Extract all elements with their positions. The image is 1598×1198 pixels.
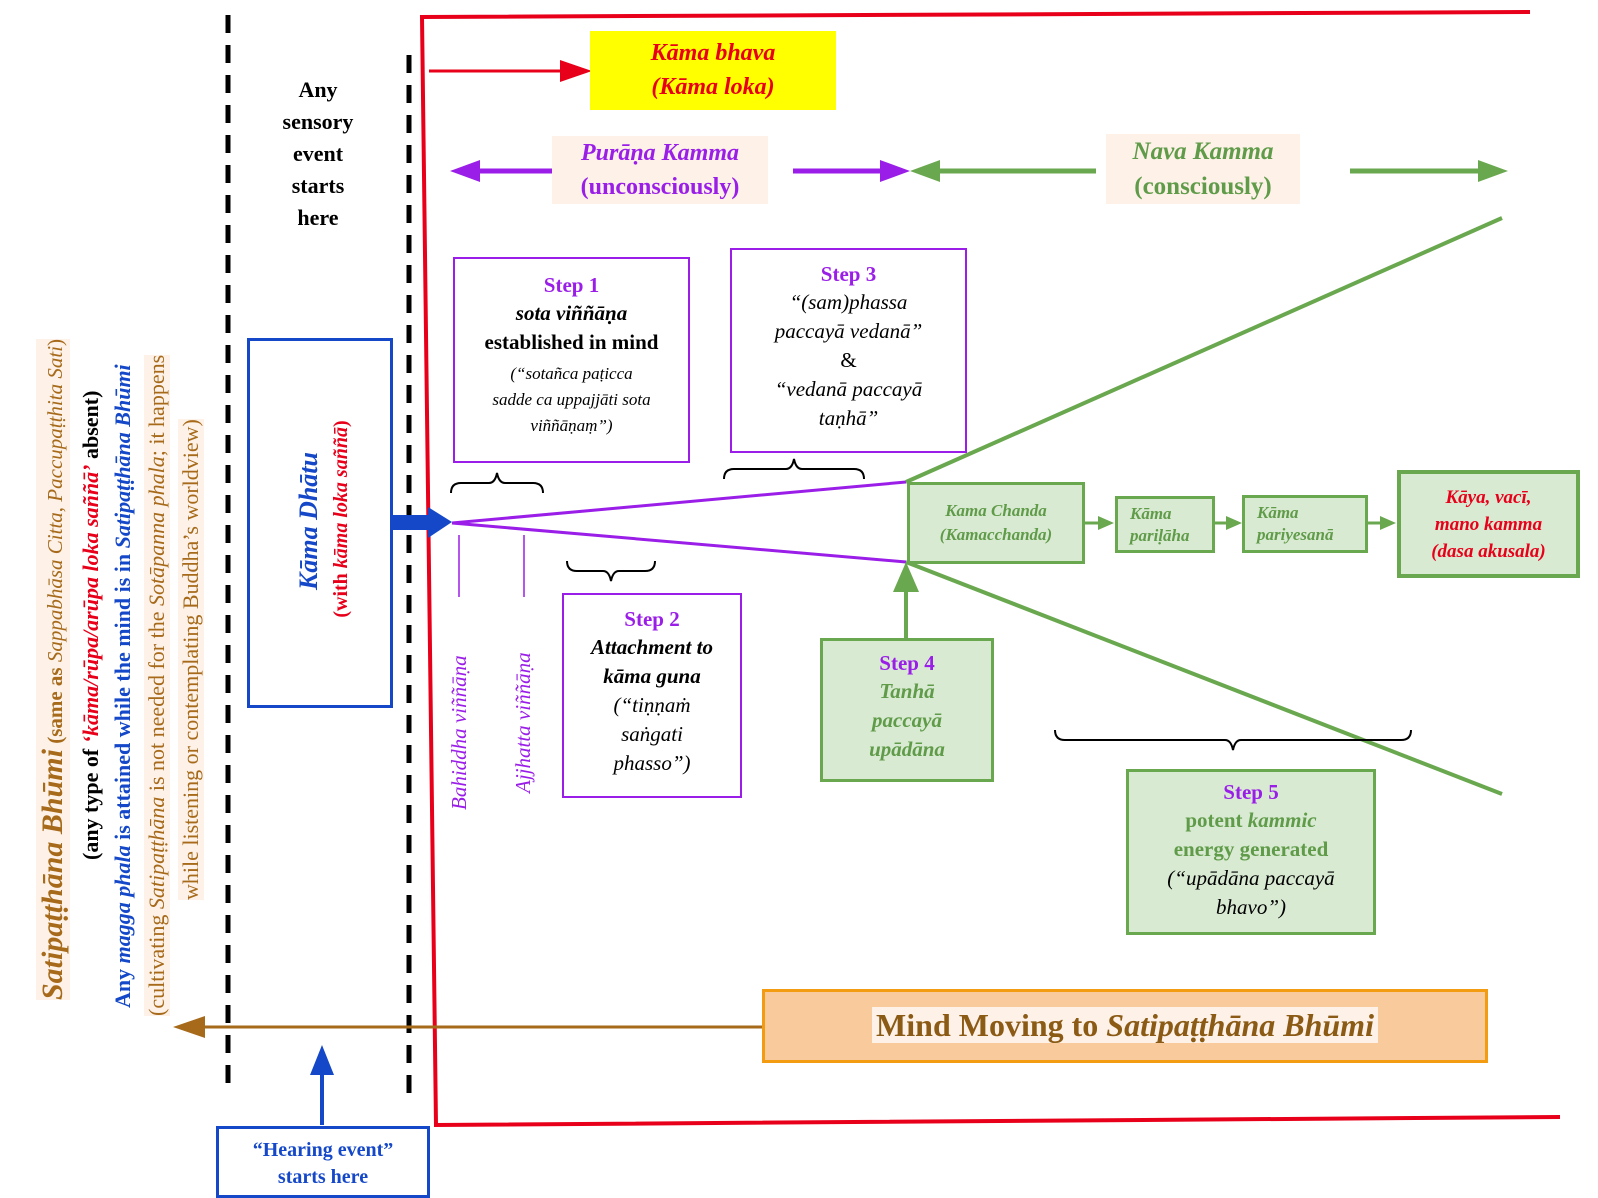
purple-arrow-right-head — [880, 160, 910, 182]
hearing-event-box: “Hearing event” starts here — [216, 1126, 430, 1198]
step2-box: Step 2 Attachment to kāma guna (“tiṇṇaṁ … — [562, 593, 742, 798]
purple-arrow-left-head — [450, 160, 480, 182]
side-text-col5: while listening or contemplating Buddha’… — [178, 419, 204, 900]
kama-dhatu-text: Kāma Dhātu (with kāma loka saññā) — [294, 420, 352, 618]
kama-parilaha-box: Kāma pariḷāha — [1115, 496, 1215, 553]
nava-kamma-label: Nava Kamma (consciously) — [1106, 134, 1300, 204]
kaya-vaci-mano-kamma-box: Kāya, vacī, mano kamma (dasa akusala) — [1397, 470, 1580, 578]
side-text-col2: (any type of ‘kāma/rūpa/arūpa loka saññā… — [78, 390, 103, 860]
step1-box: Step 1 sota viññāṇa established in mind … — [453, 257, 690, 463]
green-arrow-left-head — [910, 160, 940, 182]
kama-dhatu-box: Kāma Dhātu (with kāma loka saññā) — [247, 338, 393, 708]
brown-arrow-head — [173, 1016, 205, 1038]
purana-kamma-label: Purāṇa Kamma (unconsciously) — [552, 136, 768, 204]
side-text-col4: (cultivating Satipaṭṭhāna is not needed … — [144, 354, 170, 1016]
mind-moving-box: Mind Moving to Satipaṭṭhāna Bhūmi — [762, 989, 1488, 1063]
kama-chanda-box: Kama Chanda (Kamacchanda) — [907, 482, 1085, 564]
side-text-col3: Any magga phala is attained while the mi… — [110, 364, 135, 1008]
kama-loka-frame — [419, 10, 1561, 1128]
kama-bhava-box: Kāma bhava (Kāma loka) — [590, 31, 836, 110]
kama-pariyesana-box: Kāma pariyesanā — [1242, 495, 1368, 553]
green-arrow-right-head — [1478, 160, 1508, 182]
any-sensory-event-label: Any sensory event starts here — [282, 77, 354, 230]
step3-box: Step 3 “(sam)phassa paccayā vedanā” & “v… — [730, 248, 967, 453]
red-arrow-head — [560, 60, 592, 82]
ajjhatta-vinnana-label: Ajjhatta viññāṇa — [511, 652, 535, 793]
blue-thick-arrow-head — [428, 507, 452, 538]
side-text-col1: Satipaṭṭhāna Bhūmi (same as Sappabhāsa C… — [36, 338, 70, 1000]
step5-box: Step 5 potent kammic energy generated (“… — [1126, 769, 1376, 935]
bahiddha-vinnana-label: Bahiddha viññāṇa — [447, 655, 471, 810]
step4-box: Step 4 Tanhā paccayā upādāna — [820, 638, 994, 782]
